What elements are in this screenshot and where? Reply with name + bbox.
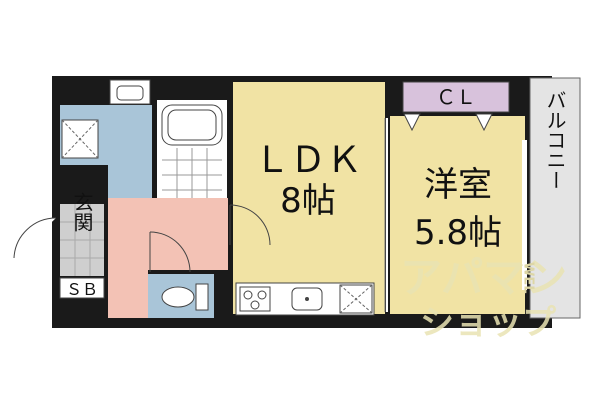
ldk-floor [233, 82, 385, 314]
watermark-logo-text: アパマン [400, 253, 567, 302]
toilet-bowl-icon [161, 286, 195, 308]
balcony-area [529, 77, 581, 319]
entrance-door-swing [13, 217, 57, 259]
basin-bowl [116, 85, 144, 101]
burner-icon [250, 300, 260, 310]
balcony-label: バルコニー [543, 90, 567, 190]
closet-door-left-icon [403, 113, 421, 132]
balcony-window [522, 140, 527, 290]
drain-icon [305, 297, 309, 301]
hall-door-swing [149, 231, 191, 273]
burner-icon [243, 290, 253, 300]
watermark-logo-subtext: ショップ [420, 303, 556, 343]
western-room-floor [390, 116, 525, 314]
entrance-tiles [60, 204, 104, 276]
closet-label: ＣＬ [436, 85, 476, 109]
washer-cross-line [61, 119, 99, 159]
fridge-cross-line [339, 284, 373, 314]
hallway-floor [108, 198, 228, 318]
shoe-box [59, 277, 105, 299]
toilet-tank-icon [195, 283, 209, 311]
western-room-label: 洋室 [424, 165, 492, 205]
ldk-size-label: 8帖 [280, 181, 336, 221]
wash-hall-floor [108, 150, 152, 198]
shoe-box-label: ＳＢ [66, 280, 98, 299]
bathtub-inner [167, 109, 217, 141]
closet-area [402, 81, 510, 113]
bath-floor-tiles [162, 148, 222, 198]
ldk-label: ＬＤＫ [254, 140, 362, 181]
entrance-label: 玄関 [70, 192, 94, 232]
closet-door-right-icon [475, 113, 493, 132]
western-room-size-label: 5.8帖 [414, 213, 502, 253]
bathtub-icon [161, 104, 223, 146]
stove-icon [239, 286, 271, 312]
watermark-logo-tag: WEL [521, 262, 536, 294]
burner-icon [257, 290, 267, 300]
ldk-door-swing [229, 204, 271, 246]
